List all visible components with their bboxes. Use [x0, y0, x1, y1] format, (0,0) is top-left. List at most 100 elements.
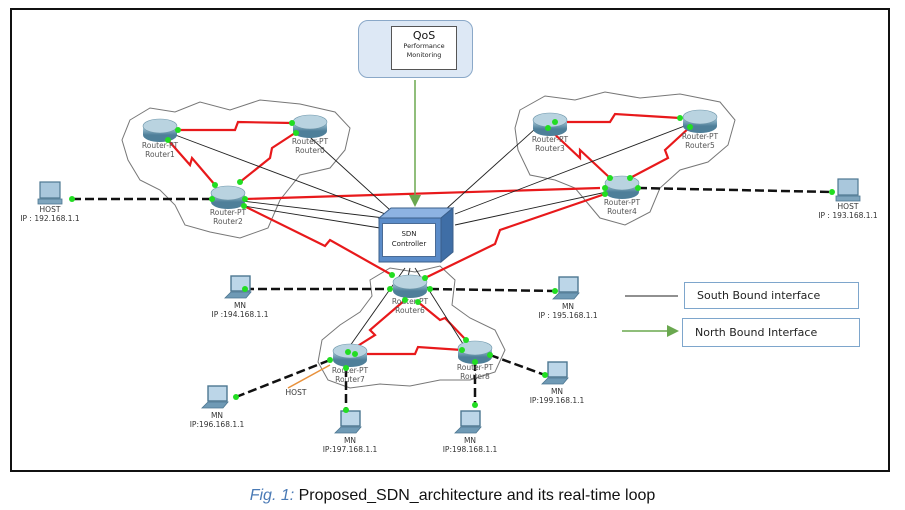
port-dot [389, 272, 395, 278]
port-dot [415, 299, 421, 305]
port-dot [327, 357, 333, 363]
mn-name: MN [562, 302, 574, 311]
legend-south-bound: South Bound interface [684, 282, 859, 309]
controller-line2: Controller [391, 240, 427, 248]
port-dot [352, 351, 358, 357]
qos-monitoring-box[interactable]: QoS Performance Monitoring [391, 26, 457, 70]
port-dot [422, 275, 428, 281]
port-dot [463, 337, 469, 343]
router-name-label: Router3 [535, 144, 565, 153]
port-dot [602, 191, 608, 197]
port-dot [607, 175, 613, 181]
router-name-label: Router6 [395, 306, 425, 315]
port-dot [212, 182, 218, 188]
router-name-label: Router7 [335, 375, 365, 384]
host-name: HOST [40, 205, 61, 214]
mn-name: MN [464, 436, 476, 445]
port-dot [542, 372, 548, 378]
router-name-label: Router0 [295, 146, 325, 155]
port-dot [175, 127, 181, 133]
router-type-label: Router-PT [532, 135, 569, 144]
port-dot [472, 402, 478, 408]
router-name-label: Router2 [213, 217, 243, 226]
cloud-right [514, 91, 736, 226]
caption-text: Proposed_SDN_architecture and its real-t… [294, 487, 656, 504]
router-type-label: Router-PT [604, 198, 641, 207]
port-dot [459, 347, 465, 353]
port-dot [343, 407, 349, 413]
port-dot [69, 196, 75, 202]
router-name-label: Router1 [145, 150, 175, 159]
port-dot [241, 203, 247, 209]
port-dot [602, 185, 608, 191]
host-name: HOST [838, 202, 859, 211]
port-dot [233, 394, 239, 400]
port-dot [242, 196, 248, 202]
dashed-links [72, 186, 833, 410]
port-dot [687, 124, 693, 130]
port-dot [209, 196, 215, 202]
mn-name: MN [211, 411, 223, 420]
router-type-label: Router-PT [142, 141, 179, 150]
host-link-label: HOST [286, 388, 307, 397]
router-type-label: Router-PT [457, 363, 494, 372]
legend-north-bound: North Bound Interface [682, 318, 860, 347]
host-link-orange [287, 364, 331, 389]
sdn-controller-label: SDN Controller [382, 223, 436, 257]
port-dot [829, 189, 835, 195]
port-dot [293, 130, 299, 136]
router-type-label: Router-PT [210, 208, 247, 217]
port-dot [635, 185, 641, 191]
mn-ip: IP : 195.168.1.1 [538, 311, 598, 320]
port-dot [545, 125, 551, 131]
router-type-label: Router-PT [392, 297, 429, 306]
south-bound-lines [169, 119, 696, 361]
router-name-label: Router5 [685, 141, 715, 150]
port-dot [552, 119, 558, 125]
port-dot [472, 359, 478, 365]
mn-ip: IP:199.168.1.1 [530, 396, 585, 405]
mn-ip: IP :194.168.1.1 [212, 310, 269, 319]
host-ip: IP : 192.168.1.1 [20, 214, 80, 223]
port-dot [552, 288, 558, 294]
router-type-label: Router-PT [332, 366, 369, 375]
port-dot [237, 179, 243, 185]
network-clouds [121, 91, 736, 389]
host-ip: IP : 193.168.1.1 [818, 211, 878, 220]
port-dot [627, 175, 633, 181]
port-dot [402, 297, 408, 303]
qos-line1: Performance [403, 42, 445, 50]
mn-name: MN [551, 387, 563, 396]
mn-name: MN [234, 301, 246, 310]
port-dot [487, 352, 493, 358]
router-name-label: Router4 [607, 207, 637, 216]
routers: Router-PTRouter1Router-PTRouter0Router-P… [142, 109, 719, 384]
mn-name: MN [344, 436, 356, 445]
qos-title: QoS [412, 29, 436, 42]
port-dot [165, 137, 171, 143]
mn-ip: IP:197.168.1.1 [323, 445, 378, 454]
cloud-bottom [317, 265, 506, 389]
mn-ip: IP:198.168.1.1 [443, 445, 498, 454]
port-dot [289, 120, 295, 126]
port-dot [242, 286, 248, 292]
port-dots [69, 115, 835, 413]
